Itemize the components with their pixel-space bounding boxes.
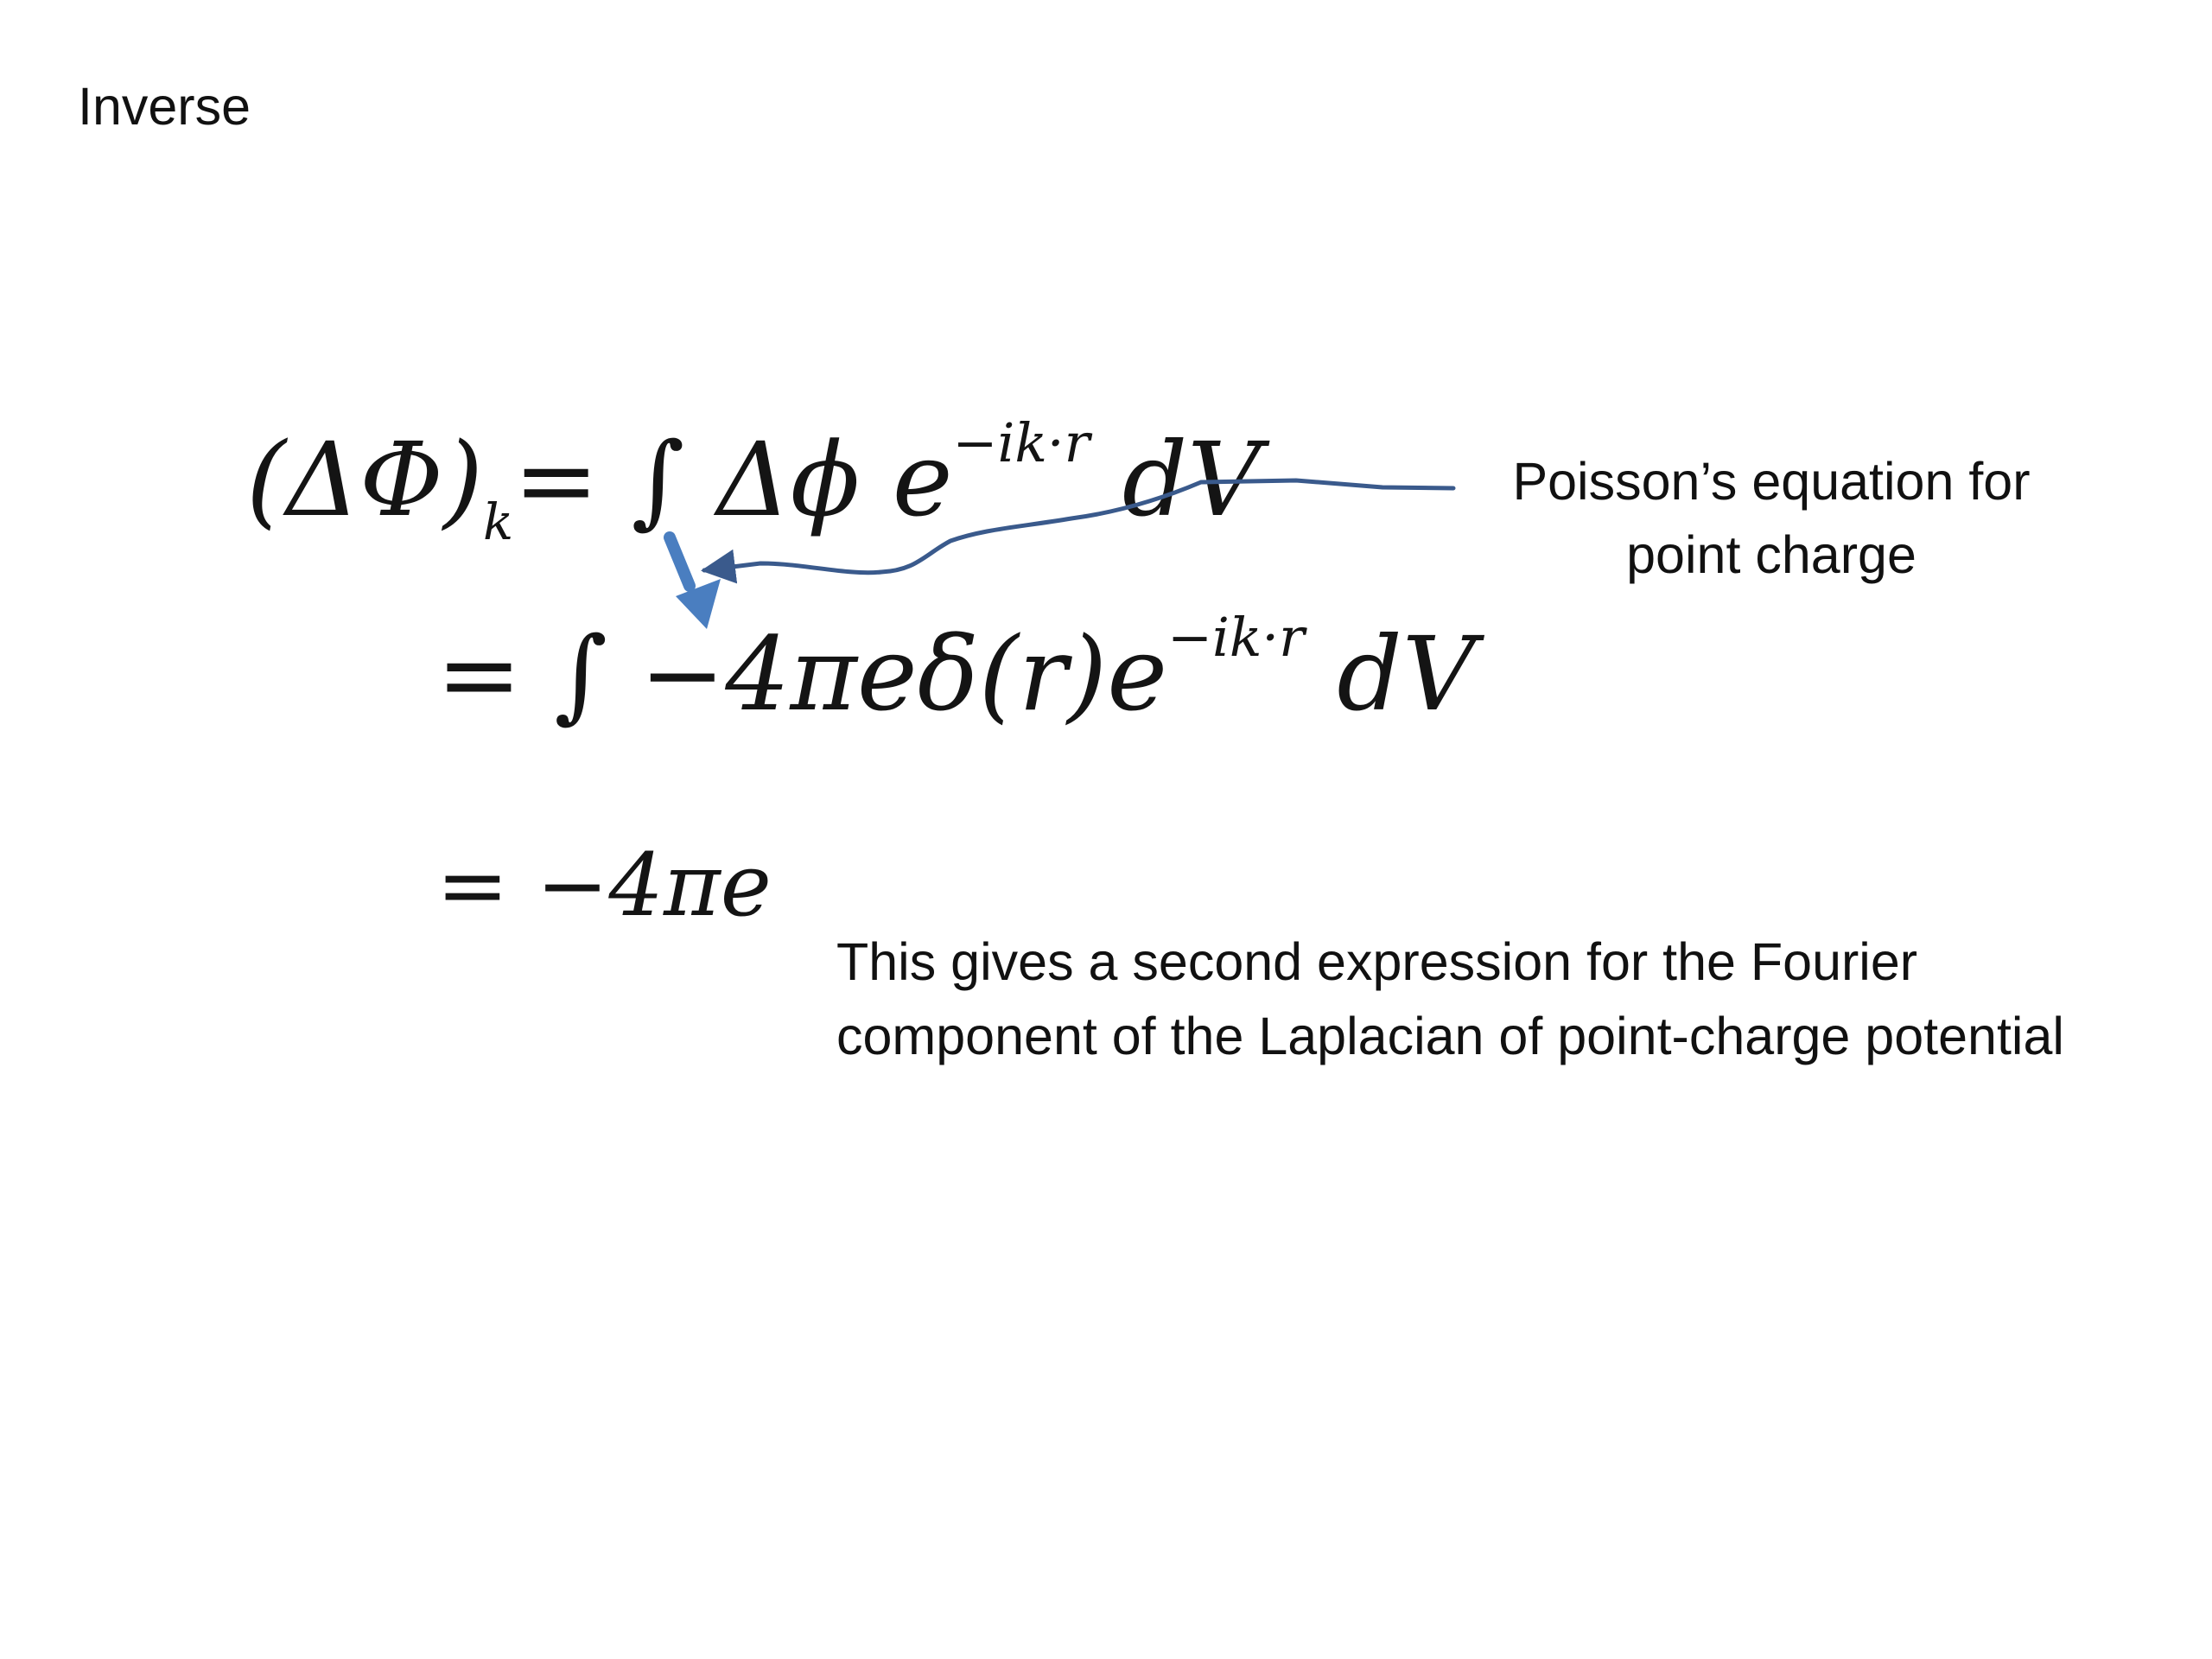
callout-curve-arrow	[701, 478, 1456, 584]
equation-line-3: = −4πe	[436, 830, 772, 942]
poisson-callout: Poisson’s equation for point charge	[1478, 445, 2065, 592]
note-line-2: component of the Laplacian of point-char…	[836, 1007, 2064, 1065]
callout-line-2: point charge	[1626, 525, 1916, 584]
callout-line-1: Poisson’s equation for	[1512, 452, 2031, 511]
equation-1-exponent: −ik·r	[952, 411, 1090, 474]
substitution-arrow-shaft	[664, 531, 696, 592]
substitution-arrow-head	[676, 579, 721, 629]
equation-2-rhs: = ∫ −4πeδ(r)e	[436, 614, 1168, 734]
slide-title: Inverse	[78, 77, 251, 136]
fourier-note: This gives a second expression for the F…	[836, 925, 2210, 1073]
equation-1-lhs-subscript: k	[483, 493, 514, 551]
equation-2-exponent: −ik·r	[1167, 606, 1305, 669]
equation-2-tail: dV	[1304, 614, 1477, 734]
equation-line-2: = ∫ −4πeδ(r)e−ik·r dV	[436, 609, 1476, 739]
equation-1-rhs: = ∫ Δϕ e	[513, 420, 953, 539]
equation-1-lhs: (ΔΦ)	[246, 420, 484, 539]
note-line-1: This gives a second expression for the F…	[836, 932, 1918, 991]
equation-3-rhs: = −4πe	[436, 835, 772, 936]
